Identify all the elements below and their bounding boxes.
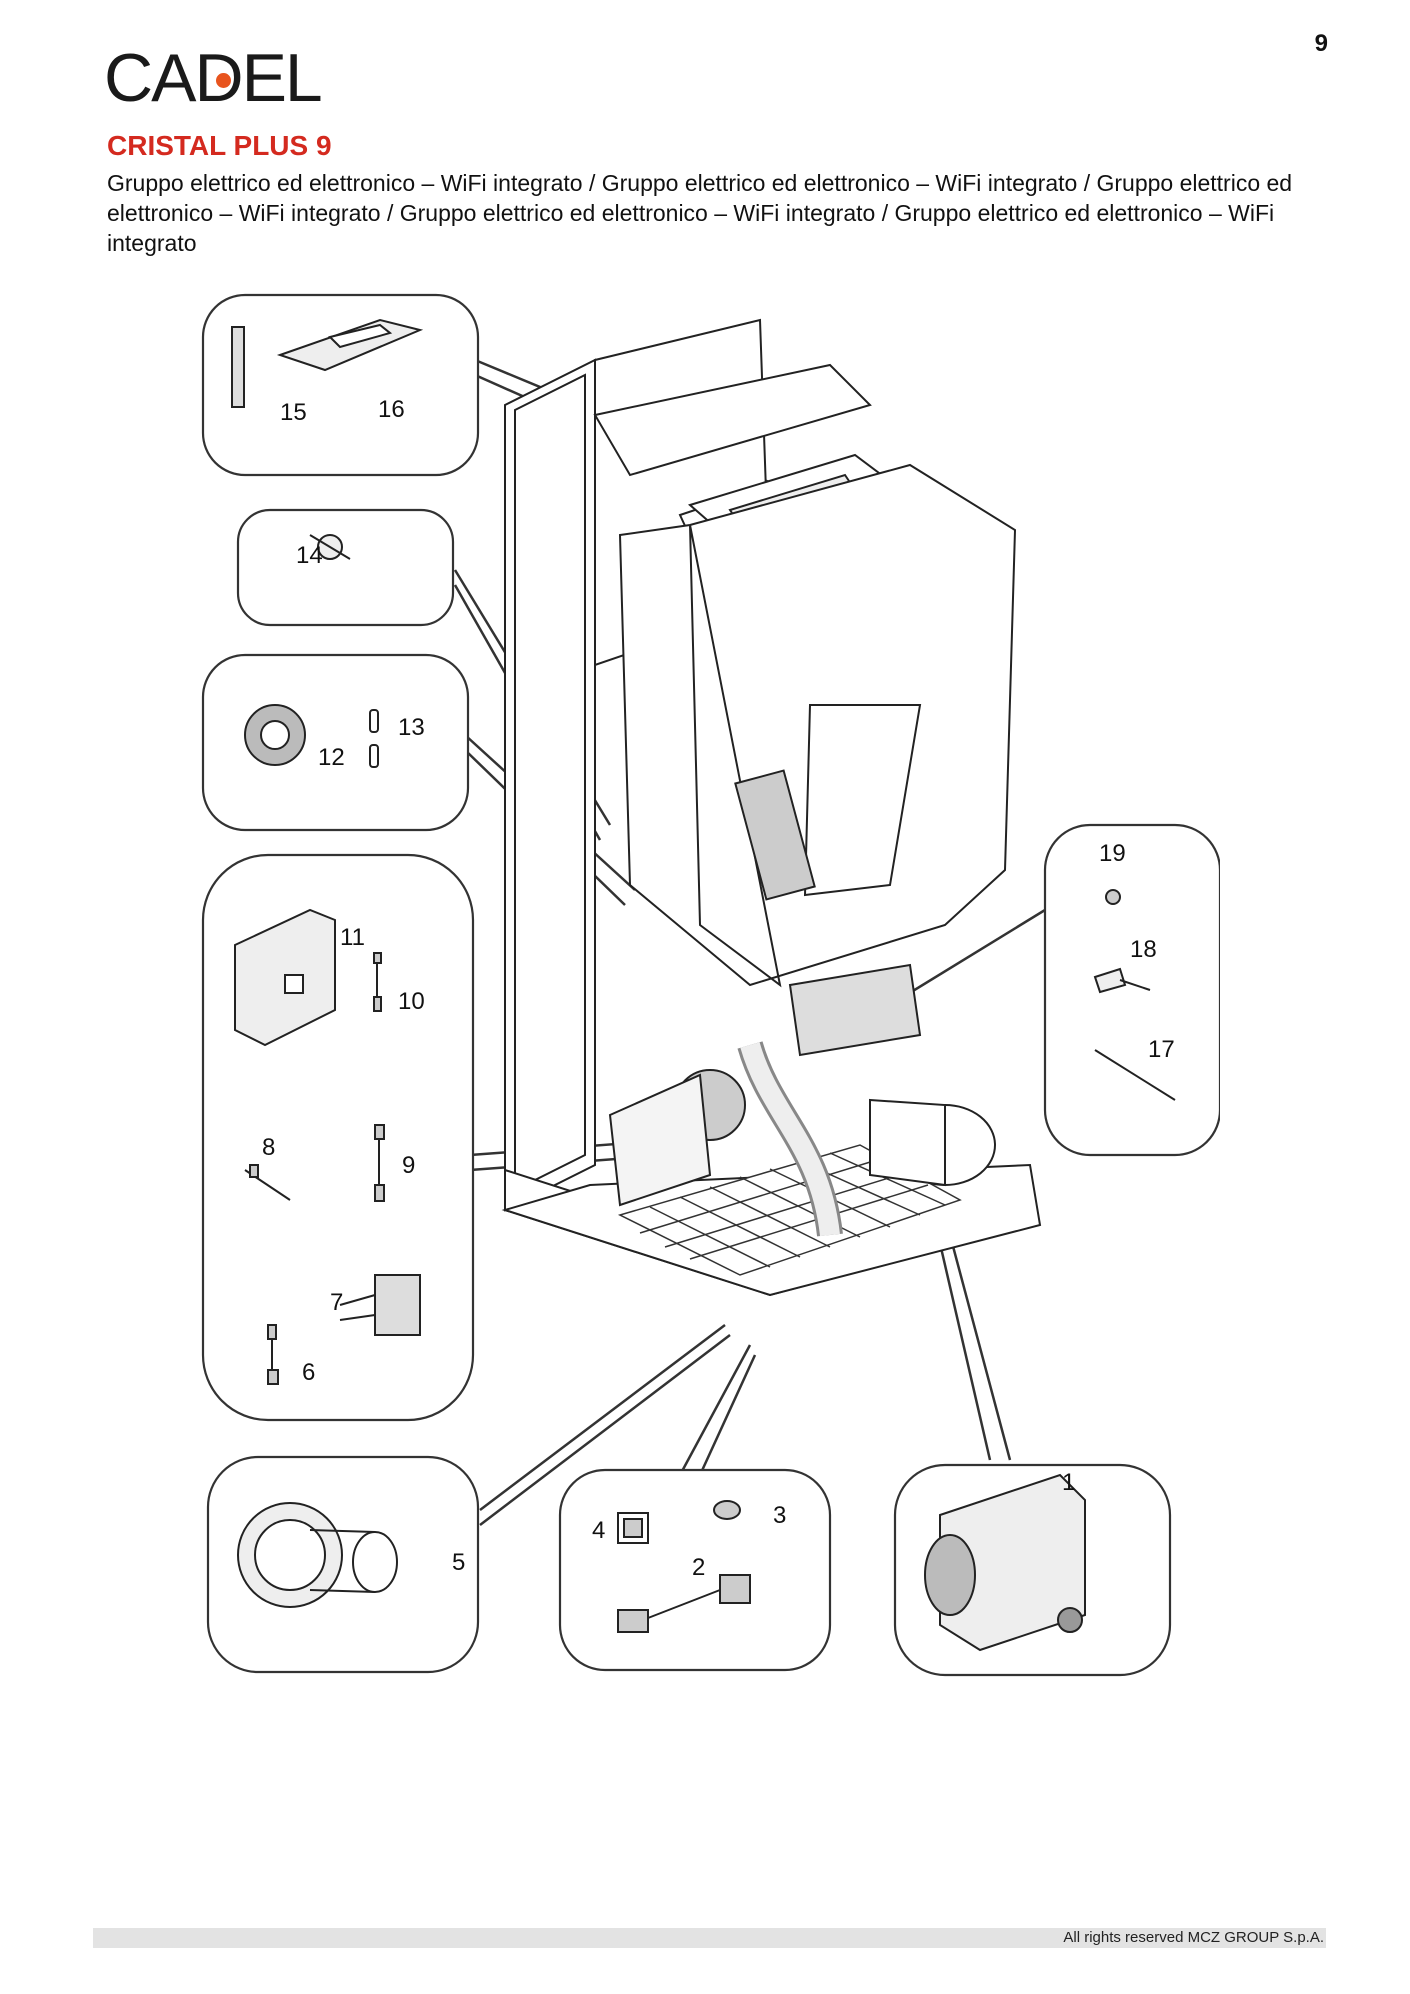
callout-6: 6 [302, 1359, 315, 1386]
logo-text: CADEL [104, 40, 323, 116]
logo-dot [216, 73, 231, 88]
callout-9: 9 [402, 1152, 415, 1179]
callout-16: 16 [378, 396, 405, 423]
part-18-bracket [1093, 967, 1151, 994]
part-17-probe [1094, 1049, 1176, 1101]
footer-copyright: All rights reserved MCZ GROUP S.p.A. [1063, 1929, 1324, 1946]
callout-2: 2 [692, 1554, 705, 1581]
part-19-nut [1105, 889, 1121, 905]
callout-8: 8 [262, 1134, 275, 1161]
callout-17: 17 [1148, 1036, 1175, 1063]
callout-3: 3 [773, 1502, 786, 1529]
part-9-cable [374, 1124, 385, 1202]
part-16-display [276, 318, 424, 372]
stove-body [501, 318, 1042, 1297]
part-12-sensor [244, 704, 306, 766]
part-4-switch [617, 1512, 649, 1544]
part-1-tangential-fan [924, 1473, 1086, 1652]
cadel-logo: CADEL [104, 40, 323, 116]
grid-tray [617, 1144, 962, 1276]
page-number: 9 [1314, 30, 1328, 57]
page-subtitle: Gruppo elettrico ed elettronico – WiFi i… [107, 170, 1293, 256]
part-6-cable [267, 1324, 279, 1385]
box-17-19 [1043, 823, 1220, 1157]
part-15-bracket [231, 326, 245, 408]
part-10-cable [373, 952, 382, 1012]
callout-15: 15 [280, 399, 307, 426]
box-15-16 [201, 293, 480, 477]
callout-19: 19 [1099, 840, 1126, 867]
part-13-fuse [369, 709, 379, 768]
box-14 [236, 508, 455, 627]
callout-13: 13 [398, 714, 425, 741]
callout-12: 12 [318, 744, 345, 771]
part-2-power-cord [617, 1574, 751, 1633]
callout-4: 4 [592, 1517, 605, 1544]
part-11-board [234, 908, 336, 1047]
box-6-11 [201, 853, 475, 1422]
part-5-fan [237, 1502, 398, 1608]
callout-1: 1 [1062, 1469, 1075, 1496]
callout-numbers: 1 2 3 4 5 6 7 8 9 10 11 12 13 14 15 16 1… [262, 396, 1175, 1581]
exploded-parts-diagram: 1 2 3 4 5 6 7 8 9 10 11 12 13 14 15 16 1… [201, 293, 1220, 1677]
part-7-harness [339, 1274, 421, 1336]
callout-7: 7 [330, 1289, 343, 1316]
callout-18: 18 [1130, 936, 1157, 963]
callout-14: 14 [296, 542, 323, 569]
callout-11: 11 [340, 924, 365, 951]
box-12-13 [201, 653, 470, 832]
part-14-clip [309, 534, 351, 560]
part-8-cable [244, 1164, 291, 1201]
callout-10: 10 [398, 988, 425, 1015]
page-title: CRISTAL PLUS 9 [107, 130, 332, 161]
callout-5: 5 [452, 1549, 465, 1576]
part-3-grommet [713, 1500, 741, 1520]
footer-bar [93, 1928, 1326, 1948]
